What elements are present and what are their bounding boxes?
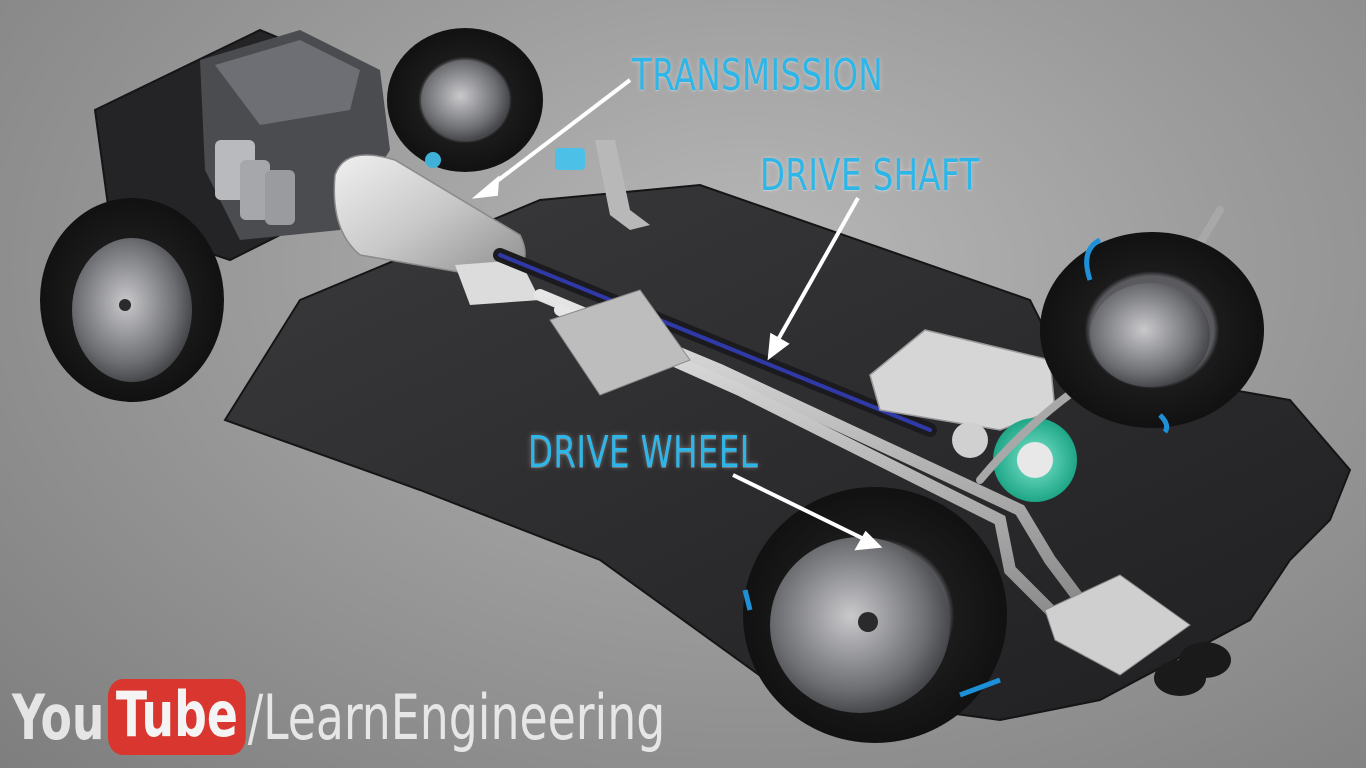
drive-wheel-arrow: [732, 473, 883, 551]
pedals: [555, 140, 650, 230]
drive-shaft-arrow: [767, 197, 860, 361]
youtube-watermark: You Tube /LearnEngineering: [12, 672, 665, 762]
exhaust-system: [534, 289, 1231, 696]
front-left-wheel: [40, 198, 224, 402]
transmission-arrow: [471, 78, 632, 199]
watermark-you: You: [12, 680, 105, 754]
drive-shaft-label: DRIVE SHAFT: [760, 150, 980, 201]
front-right-wheel: [387, 28, 543, 172]
rear-left-wheel: [742, 487, 1007, 743]
watermark-tube: Tube: [107, 679, 247, 755]
rear-right-wheel: [1040, 232, 1264, 434]
drive-wheel-label: DRIVE WHEEL: [528, 427, 759, 478]
watermark-channel: /LearnEngineering: [247, 680, 666, 754]
transmission-label: TRANSMISSION: [632, 50, 884, 101]
